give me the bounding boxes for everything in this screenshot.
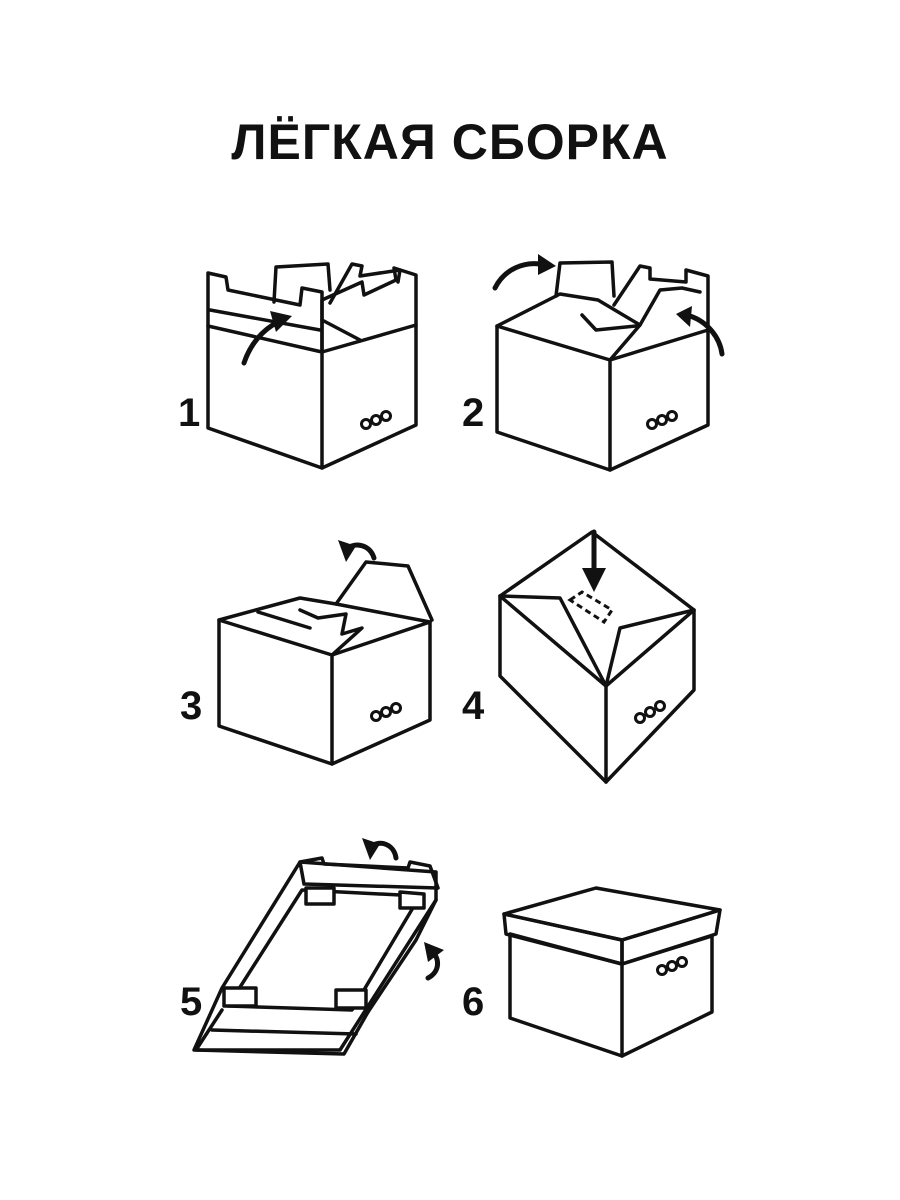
step-number-2: 2 — [462, 391, 485, 435]
box-tab-locking-icon — [498, 529, 696, 784]
box-open-flaps-folding-icon — [206, 262, 418, 470]
box-lid-flap-folding-icon — [217, 540, 434, 766]
step-number-4: 4 — [462, 684, 485, 728]
page-title: ЛЁГКАЯ СБОРКА — [231, 114, 669, 170]
lid-assembly-icon — [192, 838, 444, 1056]
step-number-1: 1 — [178, 391, 201, 435]
step-number-5: 5 — [180, 980, 203, 1024]
step-number-6: 6 — [462, 980, 485, 1024]
step-number-3: 3 — [180, 684, 203, 728]
box-side-flaps-folding-icon — [492, 254, 725, 472]
assembled-box-with-lid-icon — [502, 886, 722, 1058]
